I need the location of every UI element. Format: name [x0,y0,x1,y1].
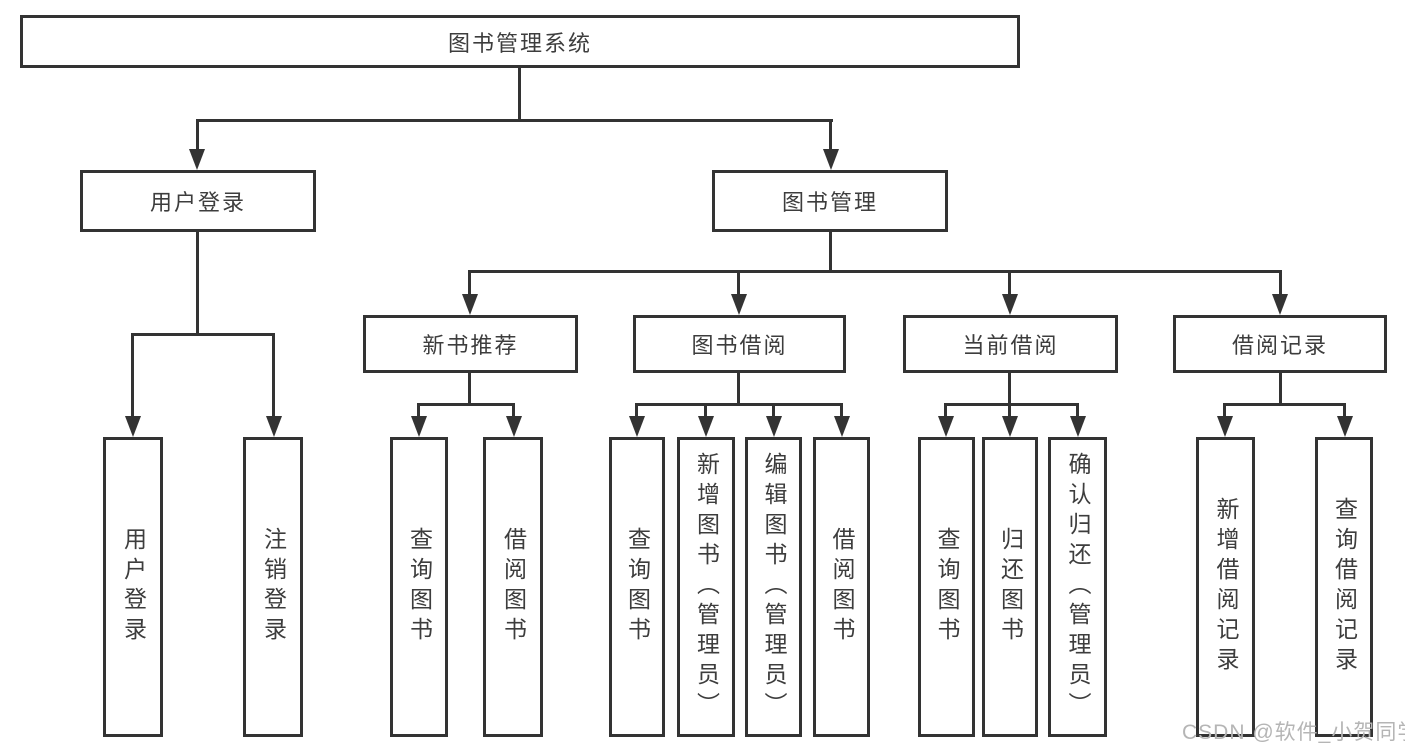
arrowhead-current-borrow [1002,294,1018,315]
connector-user-login-stem [196,232,199,335]
node-leaf-search-books-3: 查询图书 [918,437,975,737]
connector-drop [1076,403,1079,417]
connector-new-books-bar [417,403,515,406]
node-leaf-search-books-1: 查询图书 [390,437,448,737]
node-leaf-logout: 注销登录 [243,437,303,737]
node-leaf-confirm-return-admin: 确认归还（管理员） [1048,437,1107,737]
arrowhead [411,416,427,437]
arrowhead [834,416,850,437]
connector-book-management-stem [829,232,832,272]
arrowhead-logout-leaf [266,416,282,437]
connector-current-borrow-stem [1008,373,1011,405]
arrowhead [766,416,782,437]
arrowhead [629,416,645,437]
connector-drop [944,403,947,417]
arrowhead-book-management [823,149,839,170]
connector-drop [512,403,515,417]
node-leaf-search-books-2: 查询图书 [609,437,665,737]
node-leaf-add-borrow-record: 新增借阅记录 [1196,437,1255,737]
connector-root-bar [196,119,833,122]
node-leaf-edit-books-admin: 编辑图书（管理员） [745,437,802,737]
node-user-login: 用户登录 [80,170,316,232]
connector-user-login-bar [131,333,275,336]
arrowhead [506,416,522,437]
connector-drop-book-borrow [737,270,740,295]
arrowhead-borrow-records [1272,294,1288,315]
connector-drop [635,403,638,417]
connector-drop [417,403,420,417]
connector-drop [1343,403,1346,417]
connector-book-borrow-bar [635,403,843,406]
connector-drop [1223,403,1226,417]
connector-drop-borrow-records [1279,270,1282,295]
node-leaf-return-books: 归还图书 [982,437,1038,737]
arrowhead [1337,416,1353,437]
node-leaf-add-books-admin: 新增图书（管理员） [677,437,735,737]
connector-drop-user-login [196,119,199,150]
connector-current-borrow-bar [944,403,1079,406]
arrowhead [698,416,714,437]
connector-drop [704,403,707,417]
arrowhead [1002,416,1018,437]
arrowhead-book-borrow [731,294,747,315]
connector-drop [772,403,775,417]
connector-borrow-records-stem [1279,373,1282,405]
node-leaf-borrow-books-2: 借阅图书 [813,437,870,737]
node-leaf-borrow-books-1: 借阅图书 [483,437,543,737]
connector-drop-logout-leaf [272,333,275,416]
node-book-management: 图书管理 [712,170,948,232]
connector-drop-new-books [468,270,471,295]
connector-book-management-bar [468,270,1282,273]
arrowhead [1070,416,1086,437]
connector-borrow-records-bar [1223,403,1346,406]
connector-root-stem [518,68,521,121]
arrowhead-new-books [462,294,478,315]
node-new-books: 新书推荐 [363,315,578,373]
node-root: 图书管理系统 [20,15,1020,68]
node-leaf-user-login: 用户登录 [103,437,163,737]
connector-drop-current-borrow [1008,270,1011,295]
node-current-borrow: 当前借阅 [903,315,1118,373]
connector-drop [1008,403,1011,417]
node-borrow-records: 借阅记录 [1173,315,1387,373]
connector-new-books-stem [468,373,471,405]
connector-drop-book-management [829,119,832,150]
connector-book-borrow-stem [737,373,740,405]
connector-drop-login-leaf [131,333,134,416]
arrowhead [1217,416,1233,437]
node-leaf-search-borrow-record: 查询借阅记录 [1315,437,1373,737]
arrowhead-user-login [189,149,205,170]
arrowhead-login-leaf [125,416,141,437]
node-book-borrow: 图书借阅 [633,315,846,373]
connector-drop [840,403,843,417]
arrowhead [938,416,954,437]
csdn-watermark: CSDN @软件_小贺同学 [1182,721,1405,744]
